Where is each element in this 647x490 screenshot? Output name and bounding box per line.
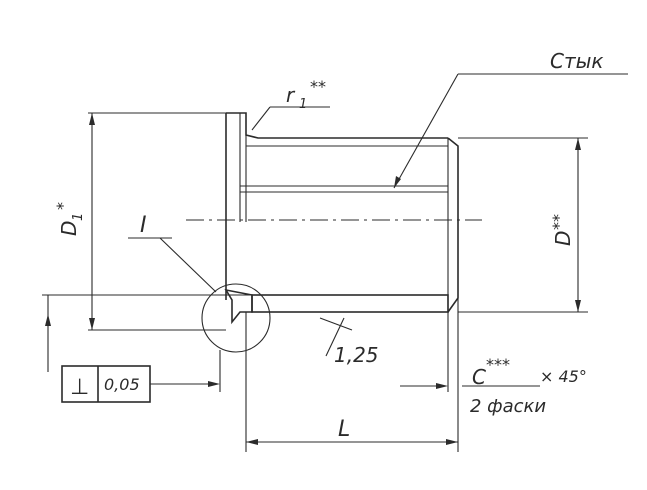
chamfer-mark: *** (486, 355, 510, 374)
radius-mark: ** (310, 77, 326, 96)
detail-callout: I (128, 213, 271, 353)
joint-callout: Стык (393, 49, 628, 189)
radius-label: r (286, 83, 296, 107)
tolerance-symbol: ⊥ (70, 375, 89, 400)
thickness-label: 1,25 (334, 343, 379, 367)
d1-mark: * (53, 202, 72, 210)
d-mark: ** (549, 214, 568, 230)
thickness-callout: 1,25 (319, 317, 379, 367)
dimension-d: D ** (458, 137, 588, 313)
tolerance-frame: ⊥ 0,05 (61, 350, 221, 403)
datum-line (42, 294, 252, 372)
d1-subscript: 1 (71, 213, 86, 221)
chamfer-label: C (472, 365, 486, 389)
dimension-d1: D 1 * (53, 112, 226, 331)
radius-callout: r 1 ** (251, 77, 330, 131)
length-label: L (338, 417, 350, 442)
detail-label: I (140, 213, 147, 238)
radius-subscript: 1 (299, 97, 307, 112)
chamfer-count: 2 фаски (470, 396, 546, 417)
d-label: D (551, 231, 575, 246)
joint-label: Стык (550, 49, 604, 73)
chamfer-callout: C *** × 45° 2 фаски (400, 298, 587, 452)
d1-label: D (57, 221, 81, 236)
dimension-length: L (245, 312, 458, 452)
part-outline (224, 112, 459, 325)
tolerance-value: 0,05 (104, 375, 140, 394)
chamfer-angle: × 45° (540, 367, 587, 386)
